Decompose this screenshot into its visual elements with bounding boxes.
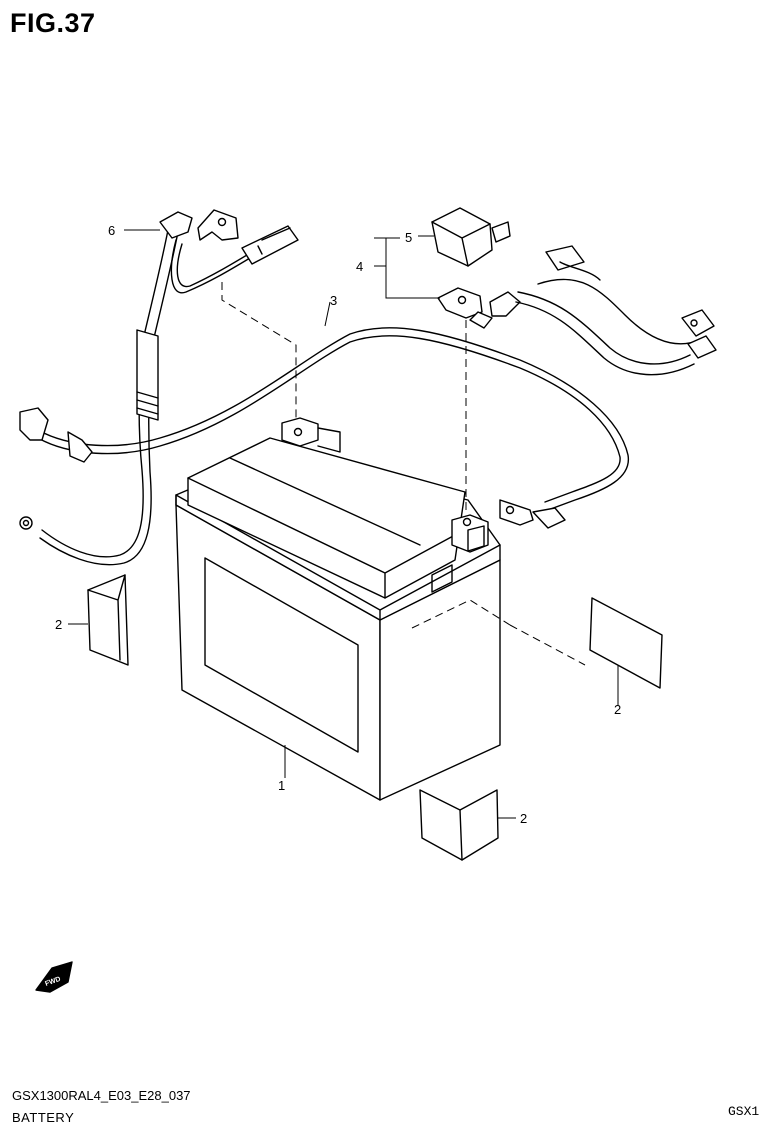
callout-3: 3 bbox=[330, 293, 337, 308]
model-code: GSX1300RAL4_E03_E28_037 bbox=[12, 1088, 191, 1103]
fwd-arrow-icon bbox=[35, 961, 73, 993]
callout-5: 5 bbox=[405, 230, 412, 245]
corner-code: GSX1 bbox=[728, 1104, 760, 1119]
leader-4-5 bbox=[374, 235, 440, 299]
battery-cable-3 bbox=[19, 327, 629, 529]
callout-2-bottom: 2 bbox=[520, 811, 527, 826]
leader-3 bbox=[324, 301, 331, 327]
battery bbox=[175, 417, 501, 801]
assembly-line-pad bbox=[411, 599, 586, 666]
pad-bottom bbox=[419, 789, 499, 861]
callout-2-left: 2 bbox=[55, 617, 62, 632]
callout-4: 4 bbox=[356, 259, 363, 274]
terminal-cap-5 bbox=[431, 207, 511, 267]
callout-1: 1 bbox=[278, 778, 285, 793]
callout-6: 6 bbox=[108, 223, 115, 238]
section-name: BATTERY bbox=[12, 1110, 75, 1125]
pad-right bbox=[589, 597, 663, 689]
figure-title: FIG.37 bbox=[10, 8, 96, 38]
pad-left bbox=[87, 574, 129, 666]
callout-2-right: 2 bbox=[614, 702, 621, 717]
harness-6 bbox=[19, 209, 299, 566]
cable-4 bbox=[437, 245, 717, 376]
